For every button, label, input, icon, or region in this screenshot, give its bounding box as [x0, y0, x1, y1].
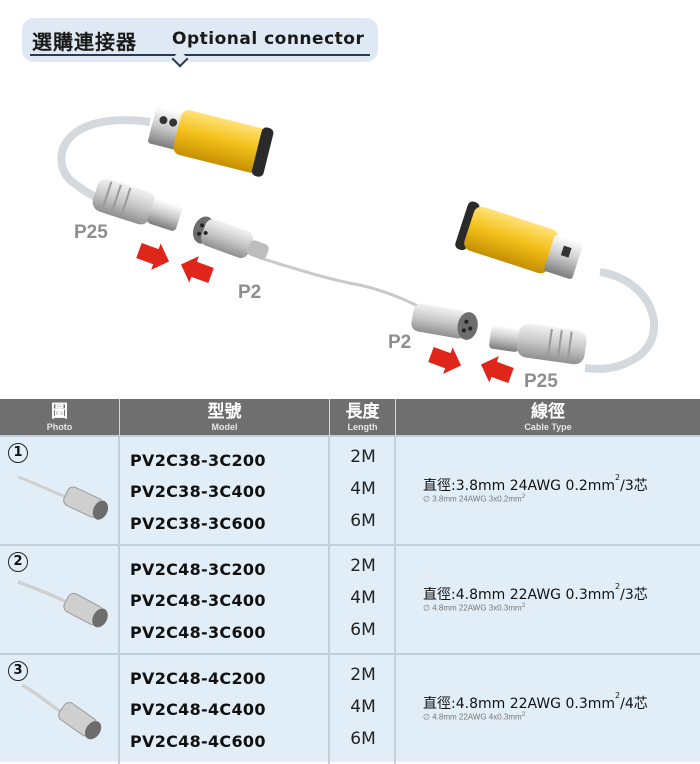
cable-photo	[17, 580, 108, 628]
cable-cell: 直徑:4.8mm 22AWG 0.3mm2/4芯 ∅ 4.8mm 22AWG 4…	[396, 655, 700, 764]
thin-cable	[259, 256, 431, 314]
table-row: 1 PV2C38-3C200 PV2C38-3C400 PV2C38-3C600…	[0, 435, 700, 546]
cable-spec-en: ∅ 4.8mm 22AWG 4x0.3mm2	[423, 711, 526, 722]
cable-spec-en: ∅ 3.8mm 24AWG 3x0.2mm2	[423, 493, 526, 504]
length-value: 4M	[350, 697, 376, 717]
cable-spec: 直徑:4.8mm 22AWG 0.3mm2/4芯	[423, 691, 648, 712]
length-value: 2M	[350, 556, 376, 576]
arrow-lower-left	[428, 347, 462, 374]
model-number: PV2C48-3C600	[130, 623, 266, 642]
section-title-en: Optional connector	[172, 29, 365, 49]
arrow-lower-right	[480, 356, 514, 383]
model-number: PV2C48-4C600	[130, 732, 266, 751]
cable-photo	[17, 475, 109, 520]
length-value: 4M	[350, 588, 376, 608]
connector-table: 圖 Photo 型號 Model 長度 Length 線徑 Cable Type…	[0, 399, 700, 764]
label-p25-top: P25	[74, 222, 108, 243]
model-number: PV2C48-4C200	[130, 669, 266, 688]
label-p25-bottom: P25	[524, 371, 558, 392]
photo-cell: 3	[0, 655, 120, 764]
label-p2-bottom: P2	[388, 332, 412, 353]
model-number: PV2C38-3C600	[130, 514, 266, 533]
header-cable-type: 線徑 Cable Type	[524, 402, 572, 432]
model-cell: PV2C38-3C200 PV2C38-3C400 PV2C38-3C600	[120, 437, 330, 546]
arrow-upper-right	[180, 256, 214, 283]
cable-cell: 直徑:3.8mm 24AWG 0.2mm2/3芯 ∅ 3.8mm 24AWG 3…	[396, 437, 700, 546]
model-cell: PV2C48-4C200 PV2C48-4C400 PV2C48-4C600	[120, 655, 330, 764]
model-number: PV2C48-3C400	[130, 591, 266, 610]
length-value: 2M	[350, 447, 376, 467]
plug-p2-top	[192, 216, 269, 260]
section-title-zh: 選購連接器	[32, 30, 137, 54]
length-value: 6M	[350, 729, 376, 749]
model-cell: PV2C48-3C200 PV2C48-3C400 PV2C48-3C600	[120, 546, 330, 655]
sensor-right	[455, 201, 659, 373]
cable-spec: 直徑:3.8mm 24AWG 0.2mm2/3芯	[423, 473, 648, 494]
model-number: PV2C38-3C200	[130, 451, 266, 470]
row-index: 1	[8, 443, 28, 463]
table-row: 2 PV2C48-3C200 PV2C48-3C400 PV2C48-3C600…	[0, 544, 700, 655]
header-model: 型號 Model	[120, 399, 330, 435]
arrow-upper-left	[136, 243, 170, 270]
section-title-badge: 選購連接器 Optional connector	[22, 18, 378, 68]
length-value: 2M	[350, 665, 376, 685]
title-underline	[30, 54, 370, 56]
row-index: 2	[8, 552, 28, 572]
cable-spec-en: ∅ 4.8mm 22AWG 3x0.3mm2	[423, 602, 526, 613]
label-p2-top: P2	[238, 282, 262, 303]
length-cell: 2M 4M 6M	[330, 437, 396, 546]
table-header: 圖 Photo 型號 Model 長度 Length 線徑 Cable Type	[0, 399, 700, 435]
sensor-left	[57, 106, 274, 231]
model-number: PV2C48-3C200	[130, 560, 266, 579]
length-cell: 2M 4M 6M	[330, 546, 396, 655]
length-value: 6M	[350, 511, 376, 531]
header-photo: 圖 Photo	[0, 399, 120, 435]
header-length: 長度 Length	[330, 399, 396, 435]
row-index: 3	[8, 661, 28, 681]
photo-cell: 2	[0, 546, 120, 655]
cable-photo	[21, 683, 102, 740]
plug-p2-bottom	[411, 303, 478, 340]
model-number: PV2C48-4C400	[130, 700, 266, 719]
table-row: 3 PV2C48-4C200 PV2C48-4C400 PV2C48-4C600…	[0, 653, 700, 764]
cable-spec: 直徑:4.8mm 22AWG 0.3mm2/3芯	[423, 582, 648, 603]
model-number: PV2C38-3C400	[130, 482, 266, 501]
connector-illustration: P25 P2 P2 P25	[0, 80, 700, 400]
connector-diagram	[57, 106, 659, 383]
cable-cell: 直徑:4.8mm 22AWG 0.3mm2/3芯 ∅ 4.8mm 22AWG 3…	[396, 546, 700, 655]
length-cell: 2M 4M 6M	[330, 655, 396, 764]
photo-cell: 1	[0, 437, 120, 546]
length-value: 4M	[350, 479, 376, 499]
length-value: 6M	[350, 620, 376, 640]
